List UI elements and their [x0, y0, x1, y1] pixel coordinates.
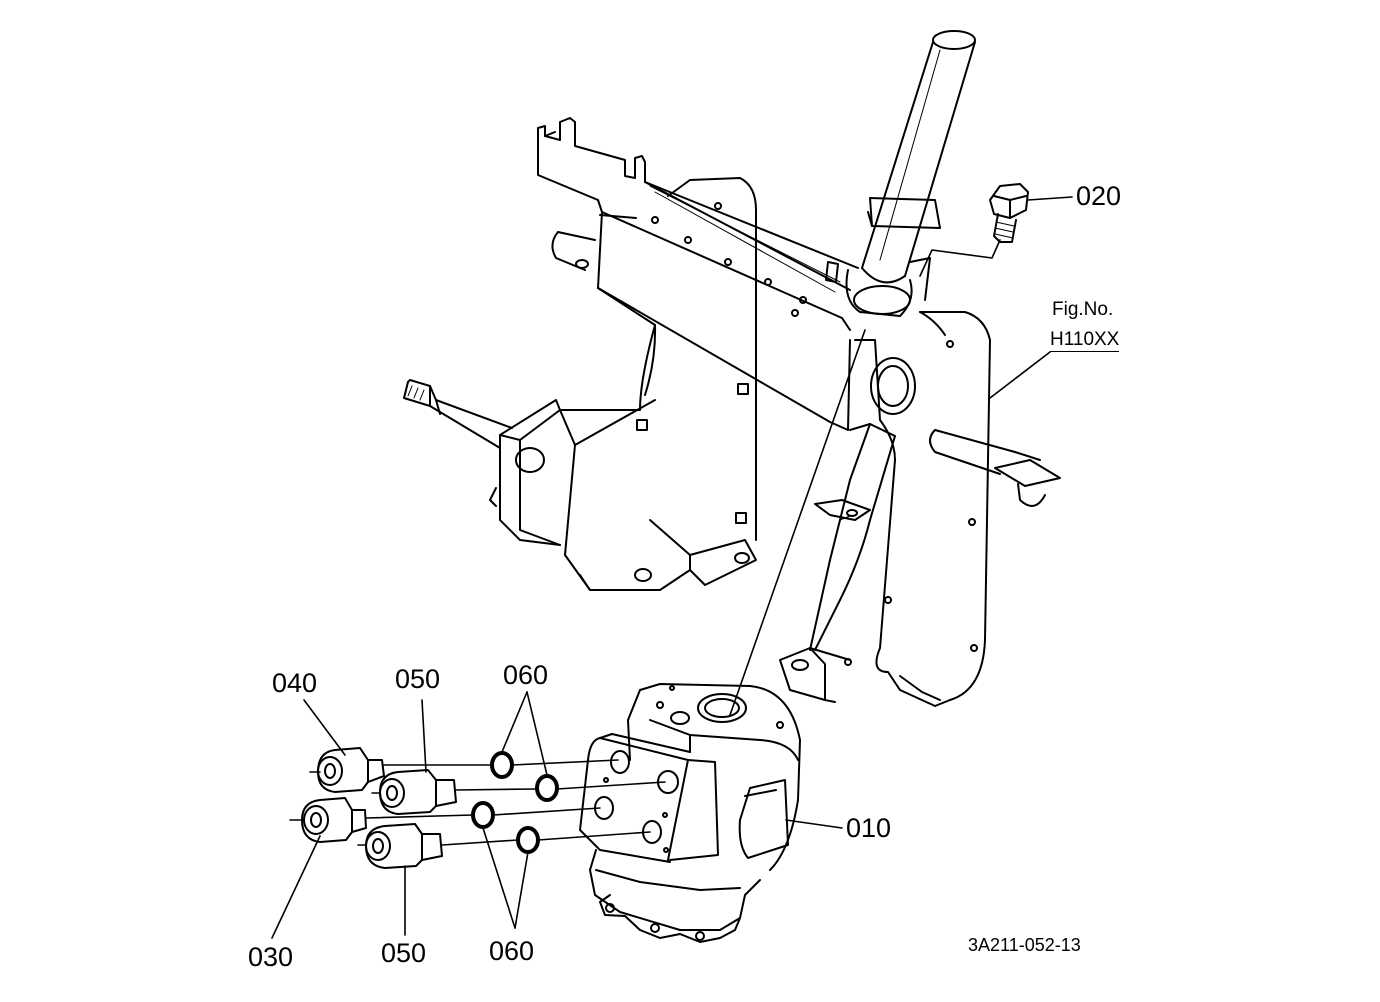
upper-bracket: [667, 177, 757, 255]
label-010: 010: [846, 813, 892, 843]
column-clamp: [867, 197, 941, 229]
drawing-code: 3A211-052-13: [968, 935, 1081, 955]
bolt-020: [989, 183, 1029, 243]
left-bracket: [489, 253, 757, 591]
label-040: 040: [272, 668, 318, 698]
inner-bracket-arm: [779, 423, 896, 703]
right-shaft: [929, 429, 1061, 507]
right-plate: [844, 311, 991, 707]
fig-ref-line2: H110XX: [1050, 329, 1120, 352]
label-020: 020: [1076, 181, 1122, 211]
upper-pin: [551, 231, 596, 271]
fitting-040: [317, 747, 385, 793]
label-060-upper: 060: [503, 660, 549, 690]
leader-lines: [271, 196, 1073, 939]
steering-unit: [579, 683, 801, 943]
label-050-upper: 050: [395, 664, 441, 694]
upper-frame: [537, 117, 859, 431]
fig-ref-line1: Fig.No.: [1052, 299, 1114, 320]
label-030: 030: [248, 942, 294, 972]
steering-column: [861, 30, 976, 284]
fitting-030: [301, 797, 367, 843]
fitting-050-lower: [365, 823, 443, 869]
left-shaft: [403, 379, 513, 449]
label-050-lower: 050: [381, 938, 427, 968]
label-060-lower: 060: [489, 936, 535, 966]
fitting-050-upper: [379, 769, 457, 815]
column-housing: [825, 257, 931, 317]
